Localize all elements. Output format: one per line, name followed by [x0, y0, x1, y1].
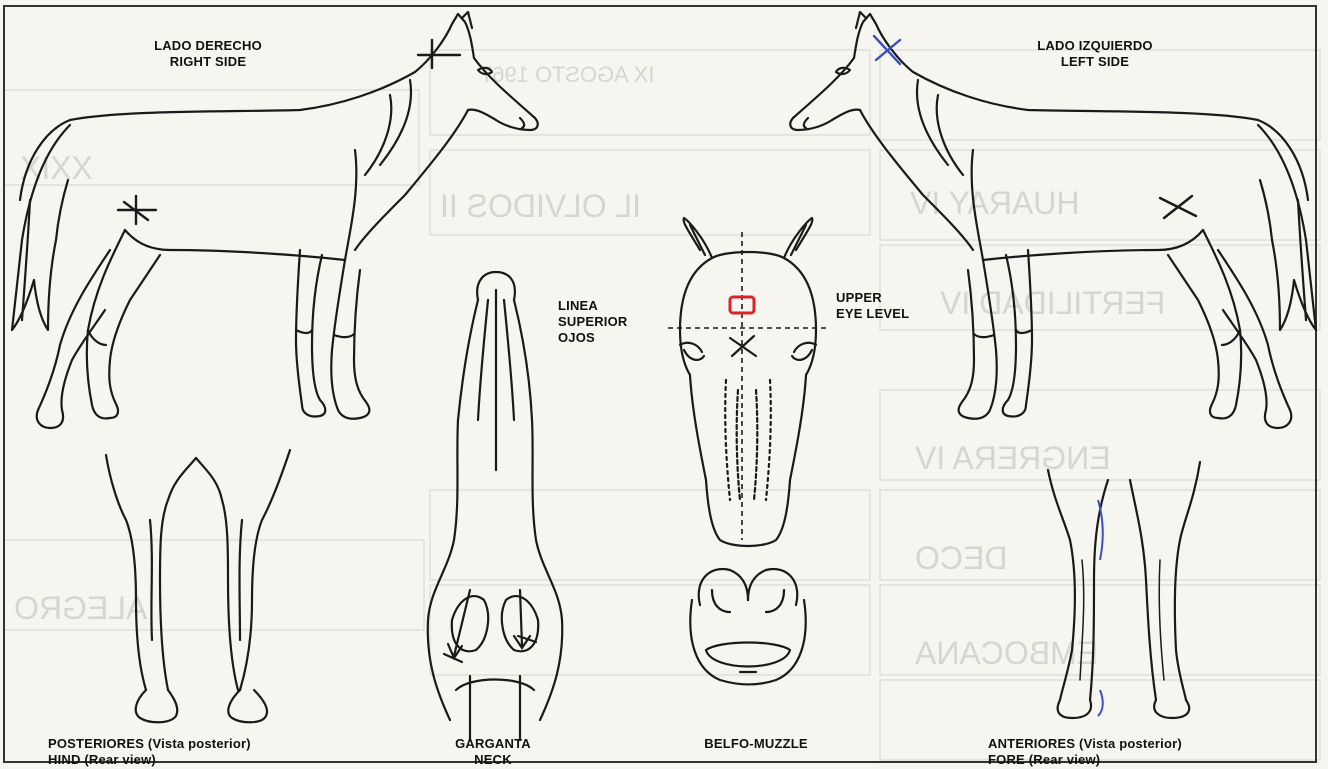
eye-line-es-line2: SUPERIOR: [558, 314, 628, 330]
head-front-view: [680, 218, 816, 685]
horse-left-side: [790, 12, 1316, 428]
horse-right-side: [12, 12, 538, 428]
neck-label: GARGANTA NECK: [430, 736, 556, 768]
bleed-through-grid: [4, 50, 1320, 760]
eye-line-en-line2: EYE LEVEL: [836, 306, 909, 322]
face-whorl-marking: [730, 336, 756, 356]
right-side-label: LADO DERECHO RIGHT SIDE: [118, 38, 298, 70]
hind-label-en: HIND (Rear view): [48, 752, 251, 768]
eye-line-en-line1: UPPER: [836, 290, 909, 306]
eye-line-label-es: LINEA SUPERIOR OJOS: [558, 298, 628, 346]
eye-line-es-line3: OJOS: [558, 330, 628, 346]
hind-legs-rear-view: [106, 450, 290, 722]
fore-label: ANTERIORES (Vista posterior) FORE (Rear …: [988, 736, 1182, 768]
eye-line-es-line1: LINEA: [558, 298, 628, 314]
left-side-label-en: LEFT SIDE: [1000, 54, 1190, 70]
neck-label-en: NECK: [430, 752, 556, 768]
fore-label-es: ANTERIORES (Vista posterior): [988, 736, 1182, 752]
muzzle-label-text: BELFO-MUZZLE: [676, 736, 836, 752]
left-side-label: LADO IZQUIERDO LEFT SIDE: [1000, 38, 1190, 70]
fore-leg-blue-marks: [1098, 500, 1103, 716]
muzzle-label: BELFO-MUZZLE: [676, 736, 836, 752]
left-side-label-es: LADO IZQUIERDO: [1000, 38, 1190, 54]
hind-label-es: POSTERIORES (Vista posterior): [48, 736, 251, 752]
right-side-label-en: RIGHT SIDE: [118, 54, 298, 70]
neck-label-es: GARGANTA: [430, 736, 556, 752]
neck-throat-view: [428, 272, 563, 740]
eye-line-label-en: UPPER EYE LEVEL: [836, 290, 909, 322]
hind-label: POSTERIORES (Vista posterior) HIND (Rear…: [48, 736, 251, 768]
right-side-label-es: LADO DERECHO: [118, 38, 298, 54]
fore-label-en: FORE (Rear view): [988, 752, 1182, 768]
page-border: [4, 6, 1316, 762]
